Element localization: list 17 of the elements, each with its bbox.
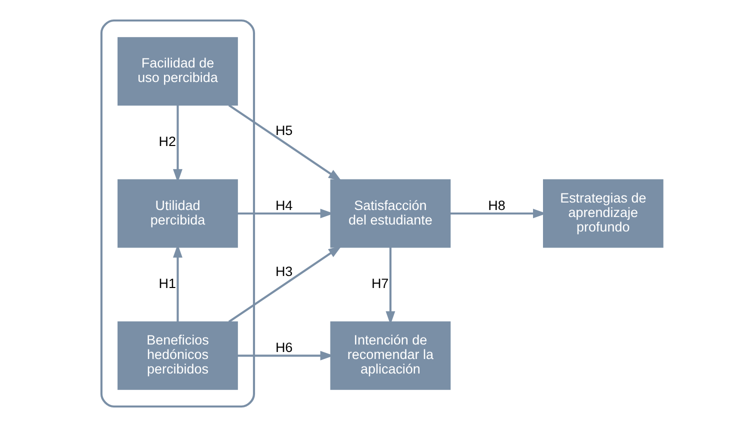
arrow [228,104,342,182]
edge-label: H3 [275,264,293,280]
node-box: Intención de recomendar la aplicación [330,321,451,390]
node-box: Utilidad percibida [118,179,238,248]
node-box: Satisfacción del estudiante [330,179,451,248]
edge-label: H5 [275,123,293,138]
edge-label: H7 [371,276,389,292]
edge-label: H4 [275,198,293,213]
edge-label: H8 [488,198,506,213]
edge-label: H6 [275,340,293,355]
node-box: Beneficios hedónicos percibidos [118,321,238,390]
cluster [100,19,256,408]
edge-label: H2 [158,134,176,149]
node-box: Facilidad de uso percibida [118,37,238,106]
node-box: Estrategias de aprendizaje profundo [543,179,664,248]
edge-label: H1 [158,276,176,292]
arrow [228,246,342,323]
